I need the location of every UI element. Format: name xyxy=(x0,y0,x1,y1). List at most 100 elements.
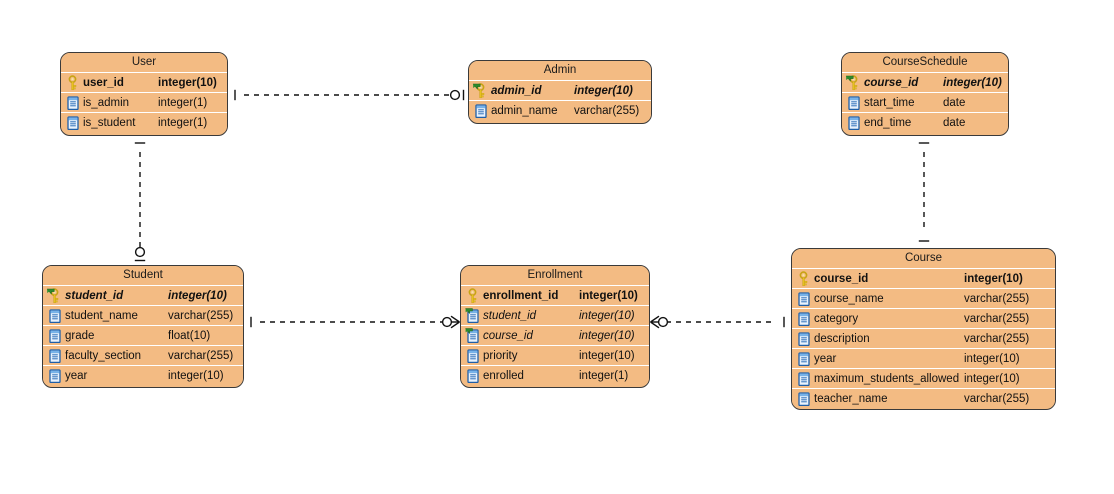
attribute-type: varchar(255) xyxy=(168,309,234,322)
attribute-name: student_id xyxy=(65,289,124,302)
attribute-type: varchar(255) xyxy=(964,332,1030,345)
attribute-row[interactable]: category varchar(255) xyxy=(792,308,1055,328)
attribute-name: admin_id xyxy=(491,84,542,97)
attribute-type: integer(10) xyxy=(579,349,635,362)
attribute-type: integer(10) xyxy=(158,76,217,89)
column-icon xyxy=(842,95,864,111)
entity-title: Course xyxy=(792,249,1055,268)
attribute-row[interactable]: course_id integer(10) xyxy=(792,268,1055,288)
attribute-row[interactable]: course_name varchar(255) xyxy=(792,288,1055,308)
entity-title: Admin xyxy=(469,61,651,80)
attribute-name: course_id xyxy=(864,76,919,89)
attribute-row[interactable]: course_id integer(10) xyxy=(461,325,649,345)
column-icon xyxy=(461,368,483,384)
attribute-type: date xyxy=(943,96,966,109)
entity-admin[interactable]: Admin admin_id integer(10) admin_name varcha… xyxy=(468,60,652,124)
attribute-name: start_time xyxy=(864,96,915,109)
attribute-name: course_id xyxy=(483,329,533,342)
relationship-courseschedule-course[interactable] xyxy=(918,142,930,242)
attribute-name: category xyxy=(814,312,859,325)
attribute-type: varchar(255) xyxy=(964,292,1030,305)
attribute-type: integer(10) xyxy=(579,329,635,342)
attribute-type: varchar(255) xyxy=(964,392,1030,405)
attribute-row[interactable]: description varchar(255) xyxy=(792,328,1055,348)
attribute-type: integer(10) xyxy=(964,372,1020,385)
column-icon xyxy=(792,311,814,327)
column-icon xyxy=(792,331,814,347)
attribute-name: year xyxy=(814,352,837,365)
attribute-row[interactable]: priority integer(10) xyxy=(461,345,649,365)
attribute-type: varchar(255) xyxy=(964,312,1030,325)
primary-foreign-key-icon xyxy=(842,74,864,91)
column-icon xyxy=(43,308,65,324)
attribute-name: description xyxy=(814,332,870,345)
attribute-row[interactable]: start_time date xyxy=(842,92,1008,112)
attribute-name: enrollment_id xyxy=(483,289,559,302)
attribute-type: integer(10) xyxy=(943,76,1002,89)
attribute-list: admin_id integer(10) admin_name varchar(255… xyxy=(469,80,651,120)
entity-student[interactable]: Student student_id integer(10) student_name… xyxy=(42,265,244,388)
attribute-row[interactable]: course_id integer(10) xyxy=(842,72,1008,92)
attribute-name: enrolled xyxy=(483,369,524,382)
relationship-user-student[interactable] xyxy=(134,142,146,262)
relationship-user-admin[interactable] xyxy=(234,89,465,101)
relationship-student-enrollment[interactable] xyxy=(250,315,460,329)
primary-foreign-key-icon xyxy=(469,82,491,99)
attribute-type: float(10) xyxy=(168,329,211,342)
attribute-name: admin_name xyxy=(491,104,558,117)
attribute-name: is_student xyxy=(83,116,136,129)
foreign-key-icon xyxy=(461,307,483,324)
attribute-name: user_id xyxy=(83,76,124,89)
attribute-name: year xyxy=(65,369,88,382)
attribute-type: integer(10) xyxy=(168,289,227,302)
attribute-type: integer(10) xyxy=(574,84,633,97)
attribute-name: is_admin xyxy=(83,96,130,109)
attribute-row[interactable]: admin_id integer(10) xyxy=(469,80,651,100)
attribute-type: integer(10) xyxy=(964,352,1020,365)
attribute-row[interactable]: is_student integer(1) xyxy=(61,112,227,132)
relationship-enrollment-course[interactable] xyxy=(650,315,785,329)
attribute-row[interactable]: year integer(10) xyxy=(792,348,1055,368)
primary-key-icon xyxy=(461,287,483,304)
column-icon xyxy=(792,391,814,407)
entity-title: Student xyxy=(43,266,243,285)
attribute-name: course_id xyxy=(814,272,869,285)
attribute-type: integer(1) xyxy=(158,116,208,129)
foreign-key-icon xyxy=(461,327,483,344)
attribute-row[interactable]: admin_name varchar(255) xyxy=(469,100,651,120)
attribute-row[interactable]: user_id integer(10) xyxy=(61,72,227,92)
attribute-row[interactable]: maximum_students_allowed integer(10) xyxy=(792,368,1055,388)
attribute-list: course_id integer(10) start_time date end_ti… xyxy=(842,72,1008,132)
attribute-type: varchar(255) xyxy=(574,104,640,117)
attribute-name: maximum_students_allowed xyxy=(814,372,960,385)
attribute-row[interactable]: student_id integer(10) xyxy=(43,285,243,305)
attribute-type: varchar(255) xyxy=(168,349,234,362)
column-icon xyxy=(43,328,65,344)
primary-key-icon xyxy=(61,74,83,91)
column-icon xyxy=(61,95,83,111)
entity-title: Enrollment xyxy=(461,266,649,285)
attribute-type: integer(1) xyxy=(579,369,629,382)
primary-key-icon xyxy=(792,270,814,287)
entity-title: User xyxy=(61,53,227,72)
attribute-row[interactable]: enrolled integer(1) xyxy=(461,365,649,385)
attribute-name: course_name xyxy=(814,292,884,305)
attribute-name: priority xyxy=(483,349,518,362)
attribute-name: end_time xyxy=(864,116,912,129)
attribute-type: integer(10) xyxy=(964,272,1023,285)
